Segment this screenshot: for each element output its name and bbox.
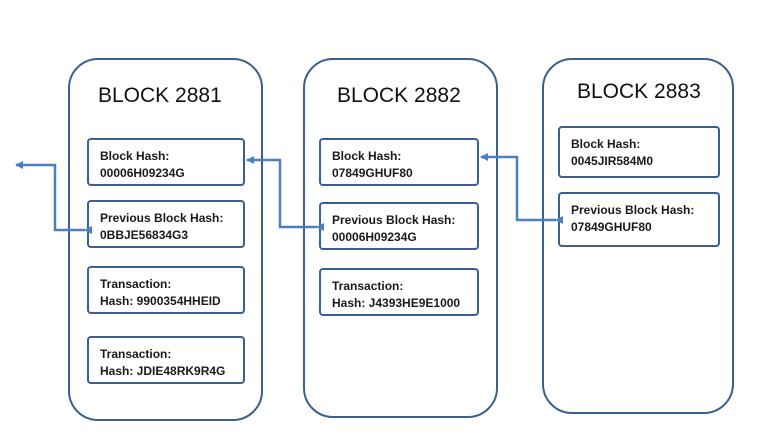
field-label: Block Hash: [100, 149, 170, 163]
field-label: Previous Block Hash: [571, 203, 695, 217]
block-2881-transaction-2: Transaction: Hash: JDIE48RK9R4G [87, 336, 245, 384]
block-2881-previous-hash: Previous Block Hash: 0BBJE56834G3 [87, 200, 245, 248]
block-2881-transaction-1: Transaction: Hash: 9900354HHEID [87, 266, 245, 314]
field-label: Transaction: [100, 347, 172, 361]
block-2883-block-hash: Block Hash: 0045JIR584M0 [558, 126, 720, 178]
block-2881-block-hash: Block Hash: 00006H09234G [87, 138, 245, 186]
field-label: Block Hash: [332, 149, 402, 163]
block-2882-title: BLOCK 2882 [337, 84, 461, 107]
block-2882-previous-hash: Previous Block Hash: 00006H09234G [319, 202, 479, 250]
field-value: Hash: J4393HE9E1000 [332, 296, 461, 310]
field-label: Transaction: [332, 279, 404, 293]
block-2883-previous-hash: Previous Block Hash: 07849GHUF80 [558, 192, 720, 247]
block-2882-transaction-1: Transaction: Hash: J4393HE9E1000 [319, 268, 479, 316]
field-value: Hash: JDIE48RK9R4G [100, 364, 226, 378]
field-value: 07849GHUF80 [571, 220, 652, 234]
field-label: Block Hash: [571, 137, 641, 151]
block-2882-block-hash: Block Hash: 07849GHUF80 [319, 138, 479, 186]
field-value: 00006H09234G [100, 166, 185, 180]
field-label: Transaction: [100, 277, 172, 291]
field-value: 0045JIR584M0 [571, 154, 654, 168]
field-value: 00006H09234G [332, 230, 417, 244]
field-label: Previous Block Hash: [100, 211, 224, 225]
field-value: 0BBJE56834G3 [100, 228, 189, 242]
block-2881-title: BLOCK 2881 [98, 84, 222, 107]
field-value: Hash: 9900354HHEID [100, 294, 221, 308]
block-2883-title: BLOCK 2883 [577, 80, 701, 103]
field-value: 07849GHUF80 [332, 166, 413, 180]
field-label: Previous Block Hash: [332, 213, 456, 227]
